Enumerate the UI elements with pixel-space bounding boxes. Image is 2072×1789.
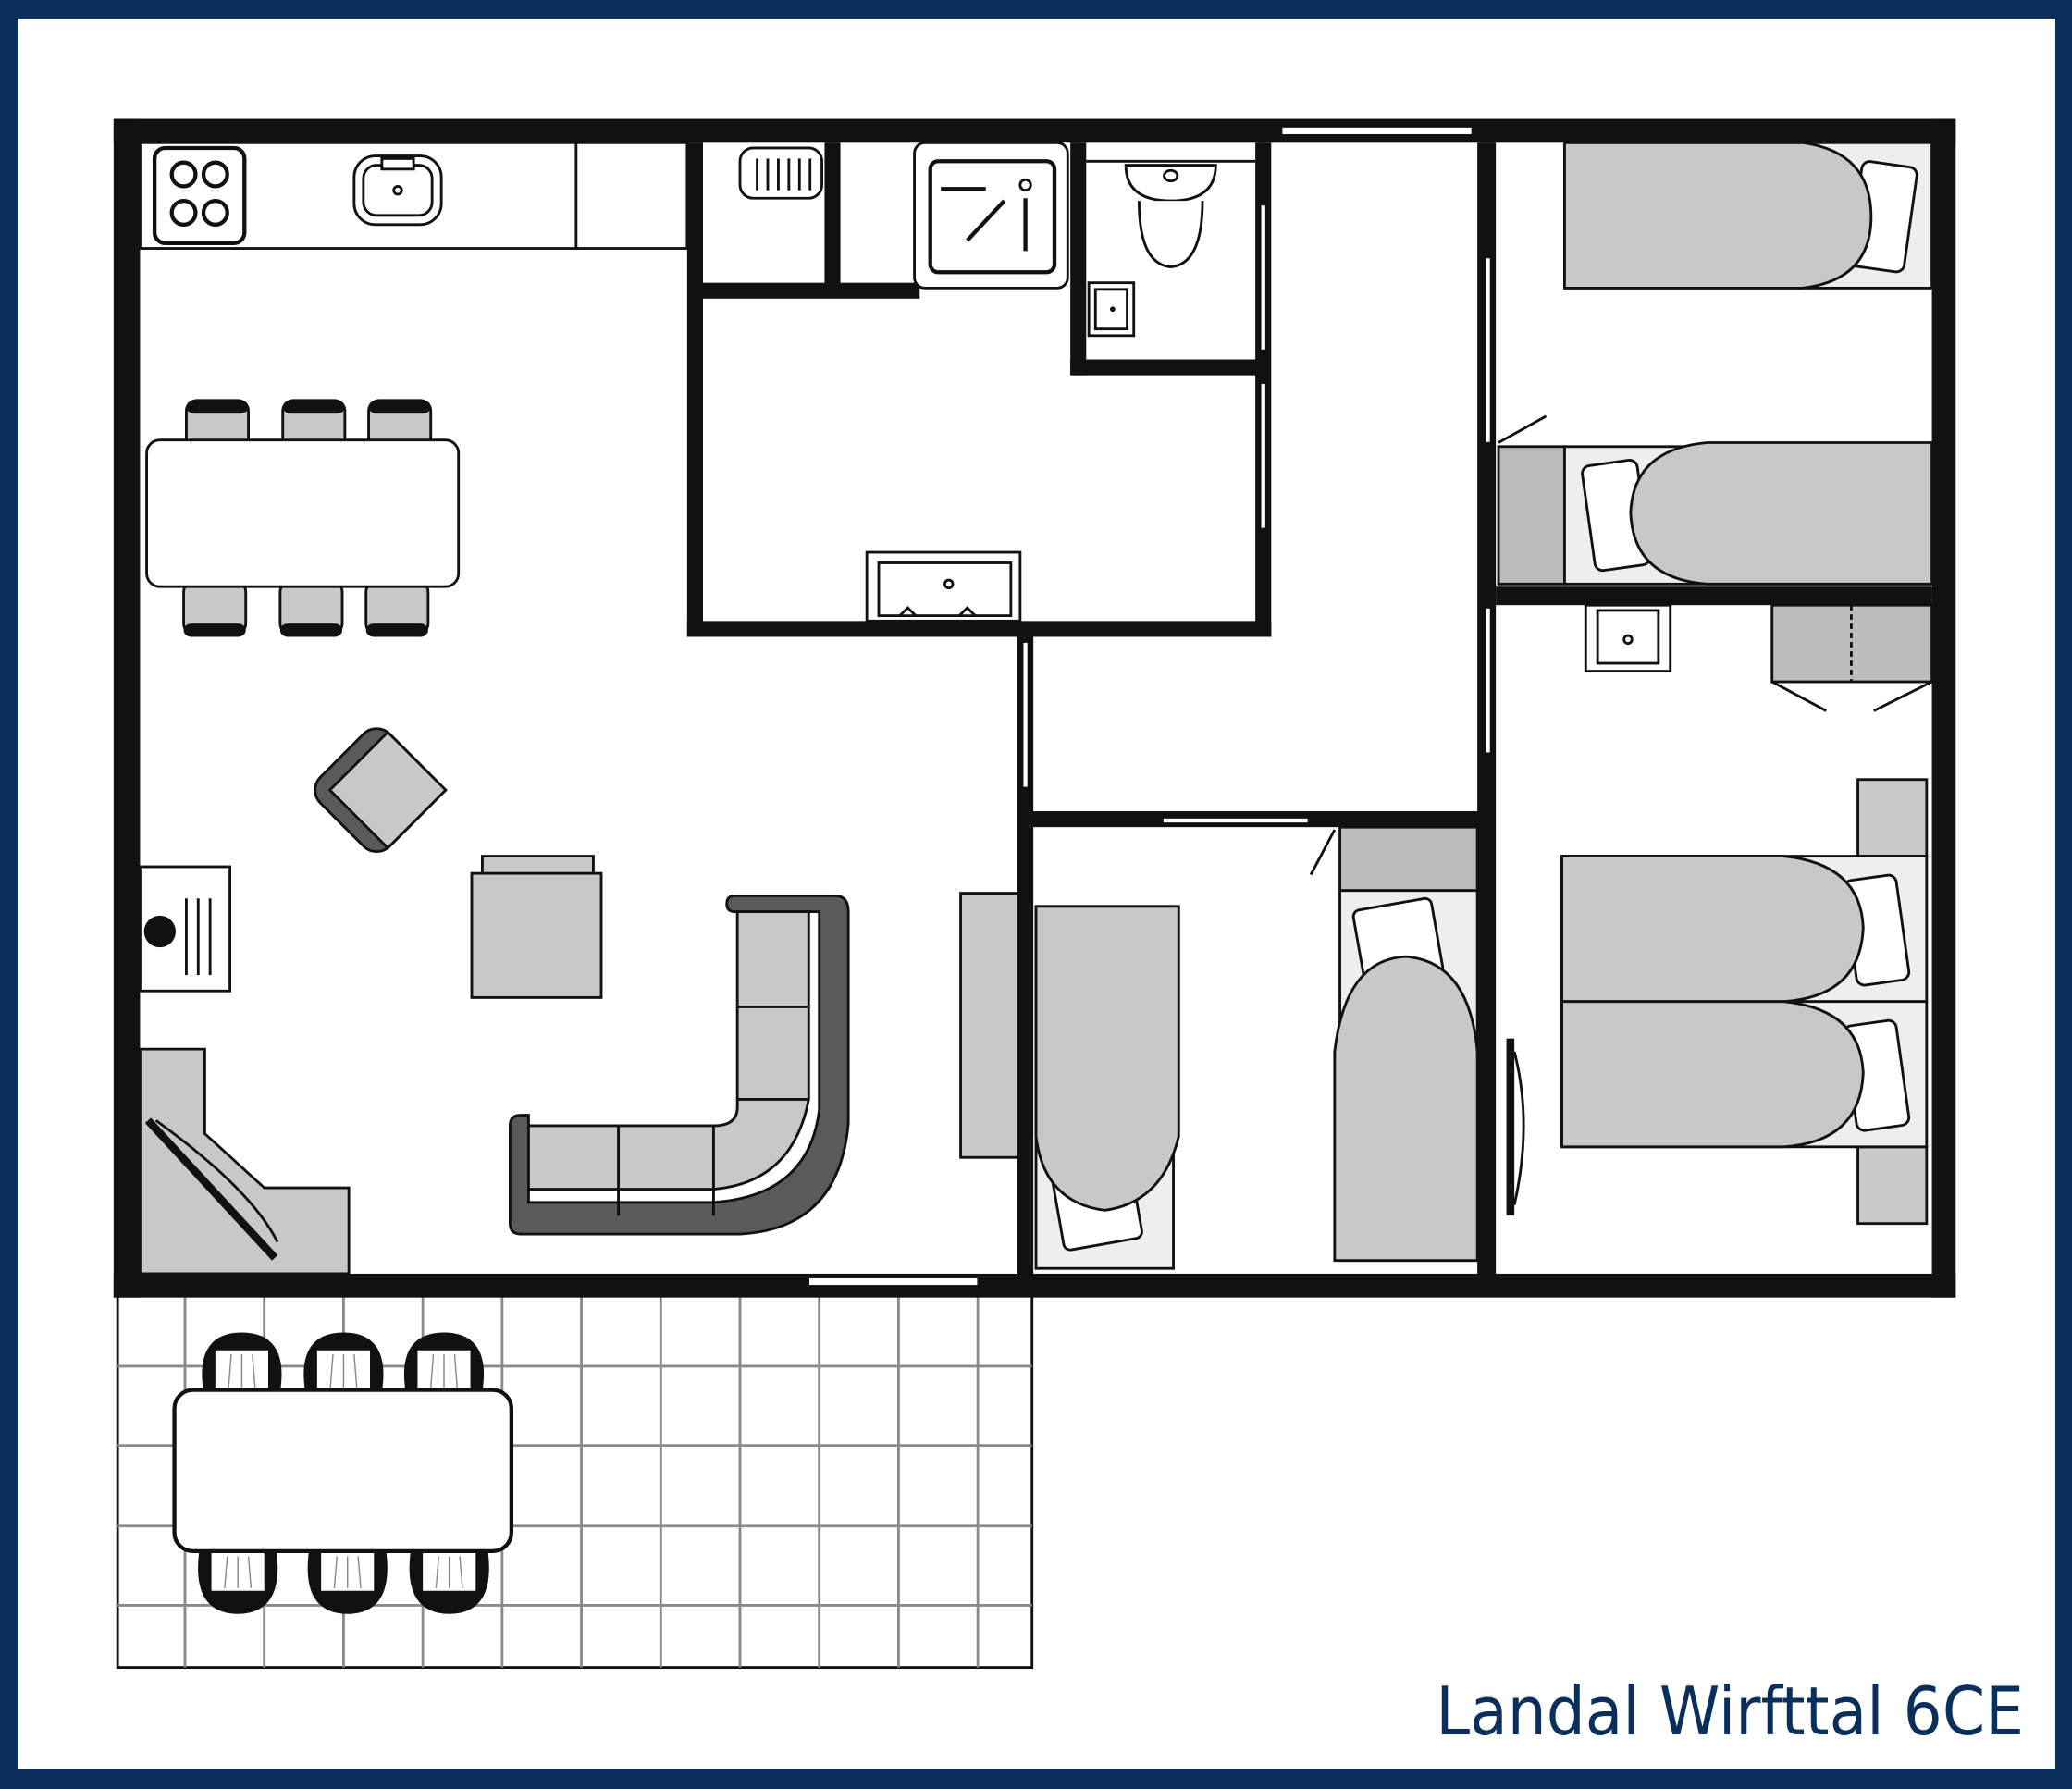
terrace (116, 1293, 1034, 1670)
bedroom-2-furniture (1034, 825, 1479, 1270)
wood-stove-icon (139, 865, 231, 993)
corner-sofa-icon (509, 894, 850, 1236)
dining-table-group (145, 399, 461, 637)
shower-icon (913, 141, 1069, 290)
bedroom-3-furniture (1506, 603, 1933, 1226)
staircase-icon (139, 1047, 351, 1276)
kitchen-counter (139, 141, 689, 250)
patio-table (172, 1388, 513, 1554)
armchair-icon (314, 727, 448, 854)
hand-basin-icon (1087, 281, 1136, 338)
floor-plan-title: Landal Wirfttal 6CE (1436, 1672, 2024, 1750)
toilet-icon (1086, 159, 1256, 268)
washbasin-icon (865, 550, 1022, 623)
dining-table (145, 438, 461, 588)
sink-icon (352, 154, 443, 227)
coffee-table (470, 855, 603, 999)
tv-cabinet (959, 892, 1020, 1159)
windows (808, 126, 1492, 1287)
radiator-icon (738, 146, 823, 200)
patio-chairs (198, 1332, 489, 1614)
stove-icon (153, 145, 247, 245)
bedroom-1-furniture (1497, 141, 1933, 586)
